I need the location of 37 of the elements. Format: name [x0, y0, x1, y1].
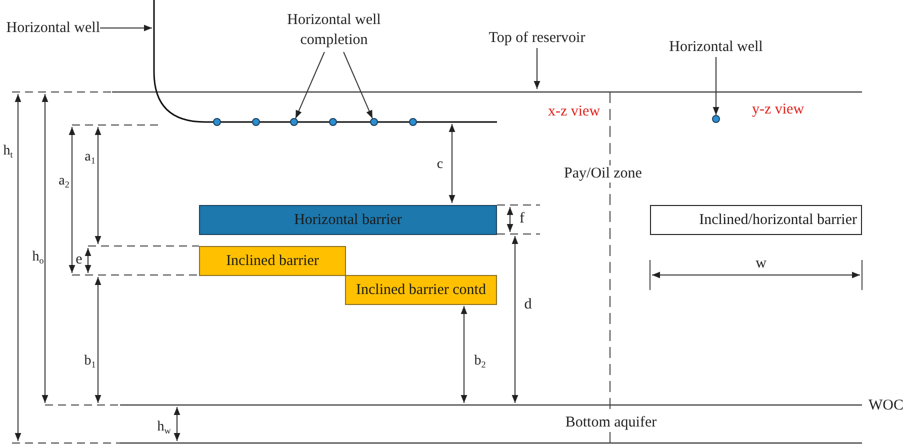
- perforation-dot: [370, 118, 378, 126]
- well-label: Horizontal well: [658, 37, 774, 57]
- perforation-dot: [213, 118, 221, 126]
- perforation-dot: [290, 118, 298, 126]
- view-label: y-z view: [752, 102, 804, 118]
- arrow: [343, 52, 373, 119]
- dimension-label: h$_{w}$: [157, 420, 171, 436]
- barrier-box: Inclined/horizontal barrier: [650, 205, 862, 235]
- completion-label: Horizontal well completion: [266, 8, 402, 52]
- perforation-dot: [252, 118, 260, 126]
- dimension-label: w: [756, 256, 766, 272]
- inclined-barrier: Inclined barrier: [199, 246, 346, 276]
- well-dot: [712, 115, 720, 123]
- dimension-label: b$_{1}$: [84, 354, 96, 370]
- dimension-label: c: [436, 157, 444, 173]
- arrow: [295, 52, 325, 119]
- arrow: [534, 48, 540, 90]
- dimension-label: a$_{1}$: [84, 150, 96, 166]
- perforation-dot: [329, 118, 337, 126]
- horizontal-barrier: Horizontal barrier: [199, 205, 497, 235]
- wellbore-line: [152, 0, 206, 124]
- arrow: [100, 24, 152, 32]
- reservoir-top-label: Top of reservoir: [477, 28, 597, 48]
- dimension-label: b$_{2}$: [474, 354, 486, 370]
- zone-label: Bottom aquifer: [565, 414, 657, 432]
- perforation-dot: [409, 118, 417, 126]
- dimension-label: h$_{t}$: [3, 144, 13, 160]
- dimension-label: a$_{2}$: [58, 174, 70, 190]
- zone-label: Pay/Oil zone: [564, 166, 642, 182]
- inclined-barrier: Inclined barrier contd: [345, 275, 497, 305]
- dimension-label: d: [524, 296, 532, 314]
- view-label: x-z view: [548, 104, 600, 120]
- well-label: Horizontal well: [4, 18, 100, 38]
- arrow: [712, 56, 720, 116]
- dimension-label: h$_{o}$: [32, 250, 44, 266]
- dimension-label: e: [76, 252, 82, 268]
- dimension-label: f: [520, 210, 524, 228]
